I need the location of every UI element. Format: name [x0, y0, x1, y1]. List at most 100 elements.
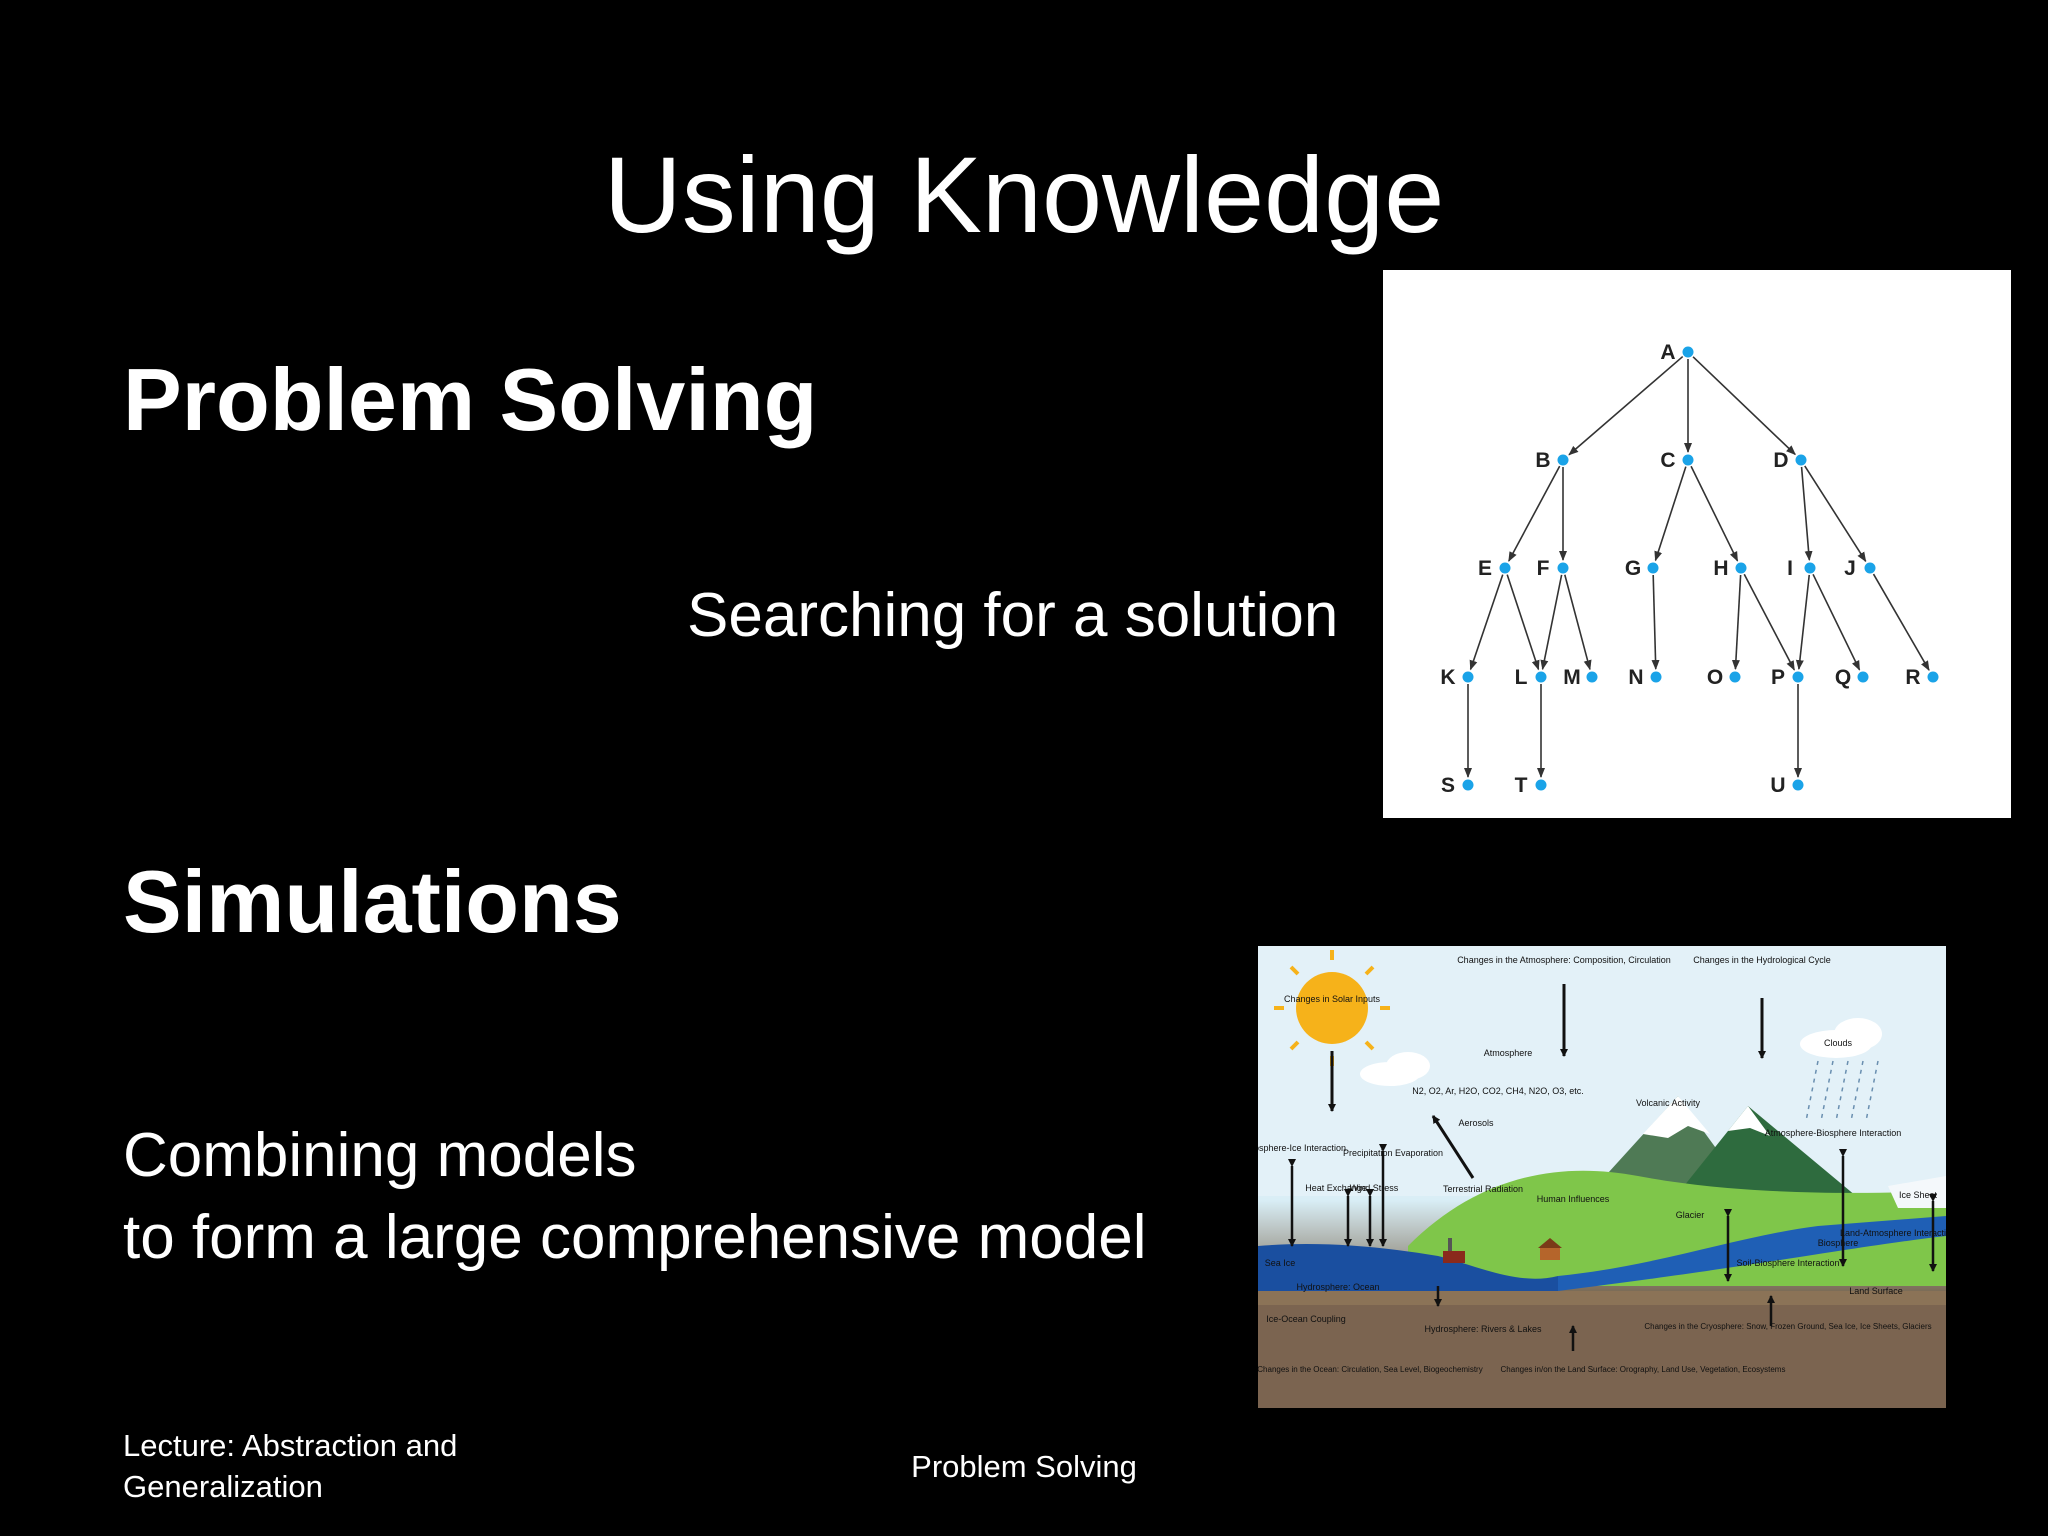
label-hydro-change: Changes in the Hydrological Cycle	[1693, 955, 1831, 965]
tree-edge-C-G	[1654, 466, 1687, 562]
label-clouds: Clouds	[1824, 1038, 1853, 1048]
tree-node-E	[1499, 562, 1511, 574]
tree-node-label-C: C	[1660, 449, 1675, 472]
tree-node-B	[1557, 454, 1569, 466]
label-hydro-ocean: Hydrosphere: Ocean	[1296, 1282, 1379, 1292]
footer-lecture-line2: Generalization	[123, 1469, 323, 1504]
label-biosphere: Biosphere	[1818, 1238, 1859, 1248]
tree-node-label-N: N	[1628, 666, 1643, 689]
label-precip: Precipitation Evaporation	[1343, 1148, 1443, 1158]
tree-node-U	[1792, 779, 1804, 791]
climate-diagram-svg: Changes in Solar Inputs Changes in the A…	[1258, 946, 1946, 1408]
tree-node-F	[1557, 562, 1569, 574]
label-heat: Heat Exchange	[1305, 1183, 1367, 1193]
label-aerosols: Aerosols	[1458, 1118, 1494, 1128]
tree-node-A	[1682, 346, 1694, 358]
label-sun: Changes in Solar Inputs	[1284, 994, 1381, 1004]
tree-edge-J-R	[1872, 573, 1930, 671]
tree-edge-H-P	[1743, 573, 1796, 671]
tree-node-label-K: K	[1440, 666, 1455, 689]
tree-node-label-E: E	[1478, 557, 1492, 580]
climate-system-diagram: Changes in Solar Inputs Changes in the A…	[1258, 946, 1946, 1408]
tree-node-label-G: G	[1625, 557, 1641, 580]
label-atm-bio: Atmosphere-Biosphere Interaction	[1765, 1128, 1902, 1138]
tree-node-T	[1535, 779, 1547, 791]
label-sea-ice: Sea Ice	[1265, 1258, 1296, 1268]
tree-node-J	[1864, 562, 1876, 574]
footer-lecture-line1: Lecture: Abstraction and	[123, 1428, 458, 1463]
label-land-change: Changes in/on the Land Surface: Orograph…	[1501, 1365, 1786, 1374]
tree-node-M	[1586, 671, 1598, 683]
tree-edge-I-Q	[1812, 573, 1861, 671]
tree-node-label-I: I	[1787, 557, 1793, 580]
tree-node-Q	[1857, 671, 1869, 683]
label-gases: N2, O2, Ar, H2O, CO2, CH4, N2O, O3, etc.	[1412, 1086, 1584, 1096]
tree-node-H	[1735, 562, 1747, 574]
label-atmosphere: Atmosphere	[1484, 1048, 1533, 1058]
tree-edge-B-E	[1508, 465, 1561, 562]
simulations-text-line1: Combining models	[123, 1121, 637, 1190]
tree-node-R	[1927, 671, 1939, 683]
label-ocean-change: Changes in the Ocean: Circulation, Sea L…	[1258, 1365, 1483, 1374]
tree-node-N	[1650, 671, 1662, 683]
tree-edge-A-B	[1568, 355, 1684, 456]
label-ice-sheet: Ice Sheet	[1899, 1190, 1938, 1200]
tree-node-S	[1462, 779, 1474, 791]
tree-edge-H-O	[1731, 574, 1742, 671]
label-soil-bio: Soil-Biosphere Interaction	[1736, 1258, 1839, 1268]
sun-icon	[1296, 972, 1368, 1044]
tree-node-label-B: B	[1535, 449, 1550, 472]
label-wind: Wind Stress	[1350, 1183, 1399, 1193]
label-ice-ocean: Ice-Ocean Coupling	[1266, 1314, 1346, 1324]
footer-center: Problem Solving	[911, 1449, 1137, 1484]
tree-edge-D-J	[1804, 465, 1867, 563]
label-terrestrial: Terrestrial Radiation	[1443, 1184, 1523, 1194]
label-volcanic: Volcanic Activity	[1636, 1098, 1701, 1108]
tree-node-K	[1462, 671, 1474, 683]
tree-node-D	[1795, 454, 1807, 466]
simulations-text-line2: to form a large comprehensive model	[123, 1203, 1147, 1272]
tree-node-C	[1682, 454, 1694, 466]
label-atmos-change: Changes in the Atmosphere: Composition, …	[1457, 955, 1671, 965]
heading-simulations: Simulations	[123, 852, 622, 951]
tree-node-label-M: M	[1563, 666, 1581, 689]
tree-edge-E-K	[1469, 574, 1504, 671]
problem-solving-text: Searching for a solution	[687, 581, 1339, 650]
label-human: Human Influences	[1537, 1194, 1610, 1204]
tree-node-label-S: S	[1441, 774, 1455, 797]
tree-node-label-A: A	[1660, 341, 1675, 364]
tree-node-label-O: O	[1707, 666, 1723, 689]
tree-node-label-L: L	[1515, 666, 1528, 689]
tree-node-G	[1647, 562, 1659, 574]
tree-node-label-F: F	[1537, 557, 1550, 580]
label-land-surface: Land Surface	[1849, 1286, 1903, 1296]
tree-edge-G-N	[1651, 574, 1660, 671]
tree-node-label-H: H	[1713, 557, 1728, 580]
tree-edge-F-M	[1564, 574, 1592, 671]
cloud-icon	[1360, 1018, 1882, 1086]
tree-node-label-P: P	[1771, 666, 1785, 689]
tree-edge-F-L	[1540, 574, 1563, 671]
slide-title: Using Knowledge	[603, 134, 1445, 255]
label-land-atm: Land-Atmosphere Interaction	[1840, 1228, 1946, 1238]
tree-node-label-Q: Q	[1835, 666, 1851, 689]
tree-node-P	[1792, 671, 1804, 683]
tree-node-label-D: D	[1773, 449, 1788, 472]
tree-node-O	[1729, 671, 1741, 683]
tree-node-label-T: T	[1515, 774, 1528, 797]
label-hydro-rivers: Hydrosphere: Rivers & Lakes	[1424, 1324, 1542, 1334]
tree-edge-I-P	[1795, 574, 1811, 671]
tree-edge-D-I	[1800, 466, 1813, 562]
tree-edge-E-L	[1506, 574, 1540, 671]
tree-node-label-U: U	[1770, 774, 1785, 797]
label-glacier: Glacier	[1676, 1210, 1705, 1220]
label-cryo: Changes in the Cryosphere: Snow, Frozen …	[1644, 1322, 1931, 1331]
tree-node-label-R: R	[1905, 666, 1920, 689]
tree-node-I	[1804, 562, 1816, 574]
tree-edge-C-H	[1690, 465, 1739, 562]
tree-node-L	[1535, 671, 1547, 683]
tree-edge-A-D	[1692, 356, 1796, 456]
label-atm-ice: Atmosphere-Ice Interaction	[1258, 1143, 1346, 1153]
